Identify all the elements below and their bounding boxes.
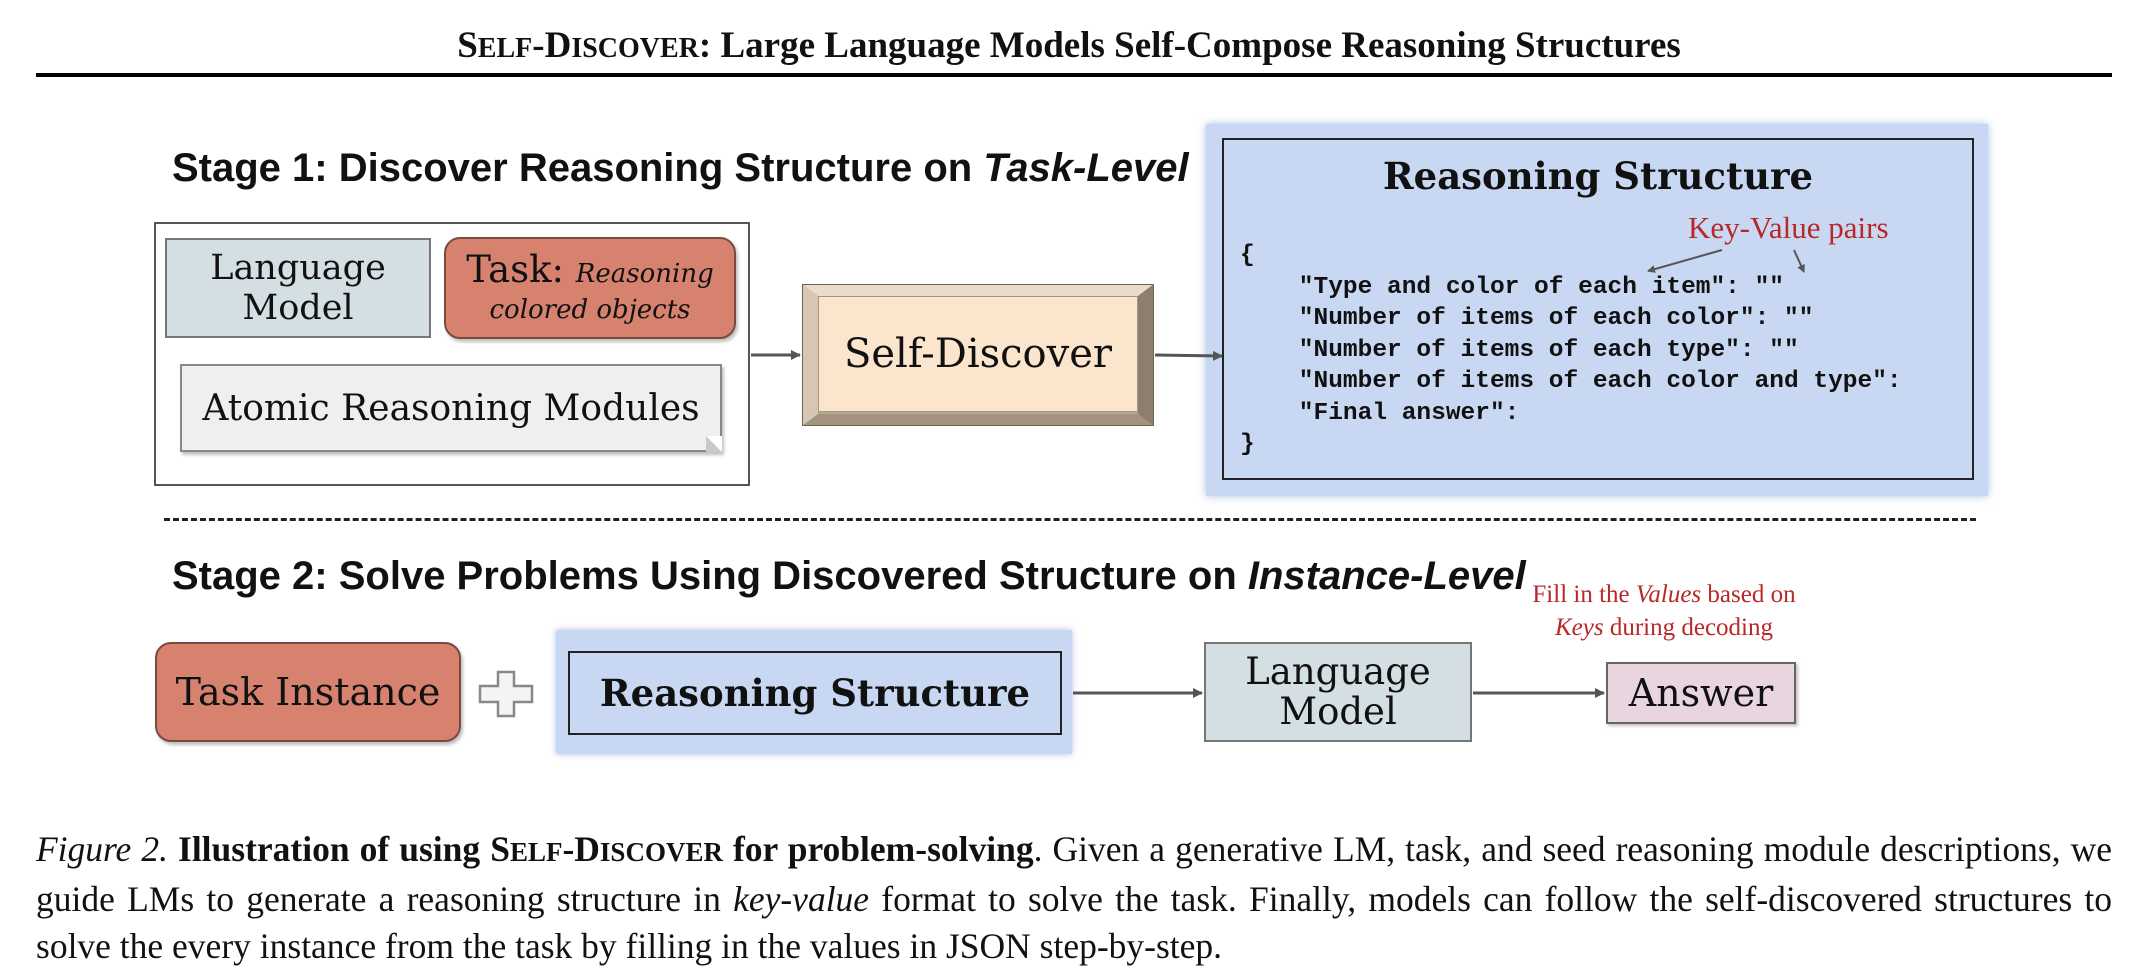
- bevel-shading-icon: [802, 284, 1154, 426]
- atomic-modules-label: Atomic Reasoning Modules: [202, 387, 700, 429]
- caption-text-2: format to solve the task. Finally, model…: [36, 879, 2112, 966]
- stage-separator: [164, 518, 1976, 521]
- sc-s: S: [457, 25, 478, 66]
- stage2-heading-text: Stage 2: Solve Problems Using Discovered…: [172, 554, 1248, 598]
- arrow-self-discover-to-structure: [1154, 350, 1223, 361]
- sc-iscover: ISCOVER: [571, 33, 699, 64]
- task-object-line-2: colored objects: [489, 294, 691, 325]
- caption-bold: Illustration of using SELF-DISCOVER for …: [178, 829, 1034, 869]
- sc-elf: ELF: [477, 33, 533, 64]
- code-line: {: [1240, 242, 1255, 269]
- fill-note-values: Values: [1635, 581, 1702, 608]
- code-line: "Type and color of each item": "": [1240, 273, 1784, 301]
- language-model-box-2: Language Model: [1204, 642, 1472, 742]
- self-discover-label: Self-Discover: [843, 331, 1113, 377]
- fill-values-note: Fill in the Values based on Keys during d…: [1484, 578, 1844, 644]
- reasoning-structure-label-2: Reasoning Structure: [599, 671, 1031, 715]
- figure-label: Figure 2.: [36, 829, 168, 869]
- fill-note-post: during decoding: [1603, 614, 1774, 641]
- lm-line-1: Language: [210, 248, 386, 288]
- fill-note-pre: Fill in the: [1532, 581, 1636, 608]
- code-line: "Number of items of each type": "": [1240, 336, 1799, 364]
- figure-caption: Figure 2. Illustration of using SELF-DIS…: [36, 826, 2112, 970]
- stage2-heading-italic: Instance-Level: [1247, 554, 1526, 598]
- key-value-pairs-label: Key-Value pairs: [1688, 210, 1889, 245]
- page-fold-icon: [706, 436, 722, 452]
- caption-italic: key-value: [733, 879, 870, 919]
- code-line: "Final answer":: [1240, 399, 1520, 427]
- answer-label: Answer: [1628, 671, 1774, 715]
- language-model-box: Language Model: [165, 238, 431, 338]
- paper-header-title: SELF-DISCOVER: Large Language Models Sel…: [0, 24, 2138, 67]
- caption-text-1: . Given a generative LM, task, and seed …: [36, 829, 2112, 919]
- lm2-line-1: Language: [1245, 650, 1431, 693]
- caption-sc-d: D: [574, 829, 600, 869]
- stage2-heading: Stage 2: Solve Problems Using Discovered…: [172, 554, 1526, 599]
- fill-note-mid: based on: [1701, 581, 1796, 608]
- code-line: }: [1240, 431, 1255, 458]
- reasoning-structure-frame: [1222, 138, 1974, 480]
- caption-sc-iscover: ISCOVER: [599, 837, 723, 867]
- task-object-line-1: Reasoning: [575, 258, 714, 289]
- task-instance-label: Task Instance: [175, 670, 441, 714]
- caption-bold-pre: Illustration of using: [178, 829, 491, 869]
- code-line: "Number of items of each color and type"…: [1240, 368, 1902, 395]
- stage1-heading-text: Stage 1: Discover Reasoning Structure on: [172, 146, 984, 190]
- caption-sc-elf: ELF: [509, 837, 563, 867]
- caption-sc-s: S: [490, 829, 510, 869]
- caption-bold-post: for problem-solving: [722, 829, 1034, 869]
- stage1-heading: Stage 1: Discover Reasoning Structure on…: [172, 146, 1189, 191]
- reasoning-structure-code: { "Type and color of each item": "" "Num…: [1240, 240, 1902, 461]
- reasoning-structure-title: Reasoning Structure: [1382, 154, 1814, 198]
- arrow-kv-to-value: [1793, 249, 1805, 273]
- task-instance-box: Task Instance: [155, 642, 461, 742]
- arrow-kv-to-key: [1647, 249, 1723, 273]
- caption-sc-dash: -: [562, 829, 575, 869]
- header-title-rest: : Large Language Models Self-Compose Rea…: [698, 25, 1681, 66]
- reasoning-structure-panel: [1206, 124, 1988, 496]
- task-label: Task:: [466, 247, 576, 291]
- sc-dash: -: [532, 25, 545, 66]
- code-line: "Number of items of each color": "": [1240, 305, 1814, 332]
- header-rule: [36, 73, 2112, 77]
- lm2-line-2: Model: [1279, 690, 1397, 733]
- task-box: Task: Reasoning colored objects: [444, 237, 736, 339]
- stage1-heading-italic: Task-Level: [983, 146, 1189, 190]
- answer-box: Answer: [1606, 662, 1796, 724]
- fill-note-keys: Keys: [1554, 614, 1604, 641]
- plus-icon: [478, 670, 534, 718]
- reasoning-structure-box-2: Reasoning Structure: [568, 651, 1062, 735]
- sc-d: D: [544, 25, 572, 66]
- atomic-reasoning-modules-box: Atomic Reasoning Modules: [180, 364, 722, 452]
- self-discover-label-box: Self-Discover: [818, 296, 1138, 412]
- lm-line-2: Model: [242, 288, 354, 328]
